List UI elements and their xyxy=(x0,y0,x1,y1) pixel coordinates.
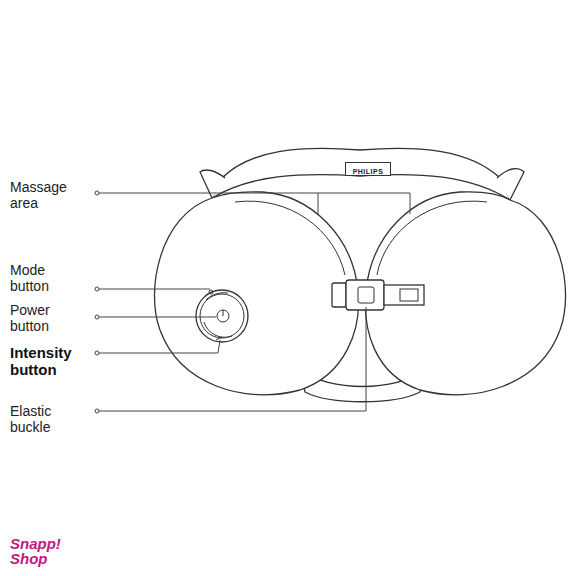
brand-text: PHILIPS xyxy=(353,168,384,175)
part-label: Elastic buckle xyxy=(10,403,84,435)
watermark: Snapp! Shop xyxy=(10,536,60,566)
part-label: Massage area xyxy=(10,179,84,211)
part-label: Power button xyxy=(10,302,84,334)
part-label: Mode button xyxy=(10,262,84,294)
part-label: Intensity button xyxy=(10,344,90,378)
brand-tag: PHILIPS xyxy=(345,162,391,176)
